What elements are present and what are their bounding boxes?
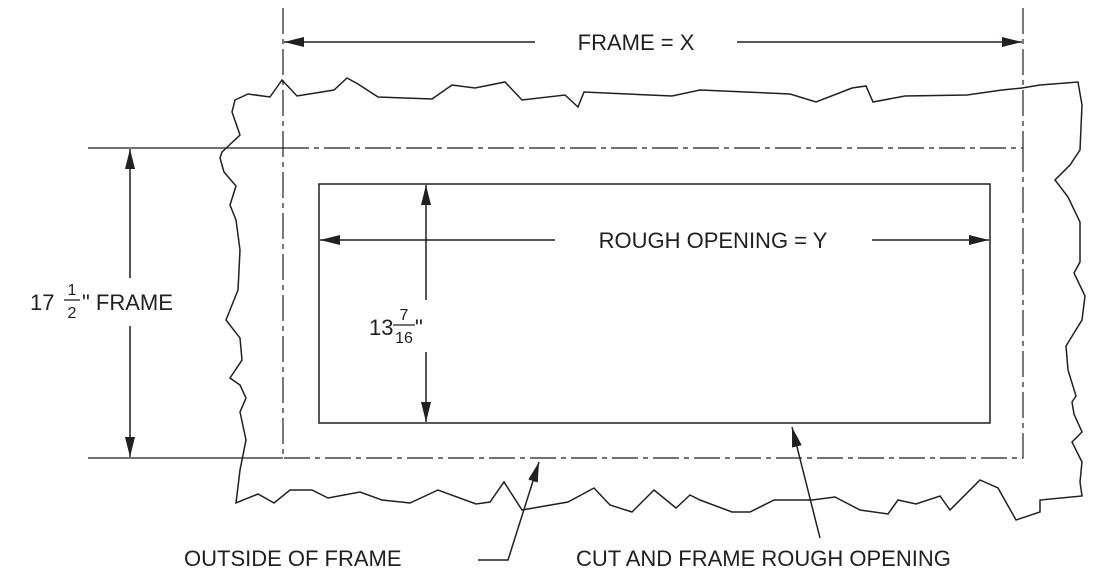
outside-frame-leader: [478, 461, 540, 561]
frame-height-whole: 17: [30, 290, 54, 315]
opening-height-suffix: ": [415, 315, 423, 340]
opening-height-denominator: 16: [395, 330, 413, 347]
wall-break-outline: [219, 77, 1086, 521]
opening-height-whole: 13: [369, 315, 393, 340]
frame-height-label: 17 1 2 " FRAME: [30, 282, 173, 322]
opening-height-label: 13 7 16 ": [369, 307, 423, 347]
opening-height-numerator: 7: [400, 307, 409, 324]
outside-frame-label: OUTSIDE OF FRAME: [184, 546, 402, 571]
cut-frame-label: CUT AND FRAME ROUGH OPENING: [576, 546, 951, 571]
frame-height-numerator: 1: [68, 282, 77, 299]
frame-width-label: FRAME = X: [578, 30, 695, 55]
opening-width-label: ROUGH OPENING = Y: [599, 228, 828, 253]
frame-height-denominator: 2: [68, 305, 77, 322]
rough-opening-rect: [318, 183, 991, 424]
cut-frame-leader: [791, 426, 821, 539]
frame-height-suffix: " FRAME: [82, 290, 173, 315]
frame-outline: [282, 147, 1024, 459]
